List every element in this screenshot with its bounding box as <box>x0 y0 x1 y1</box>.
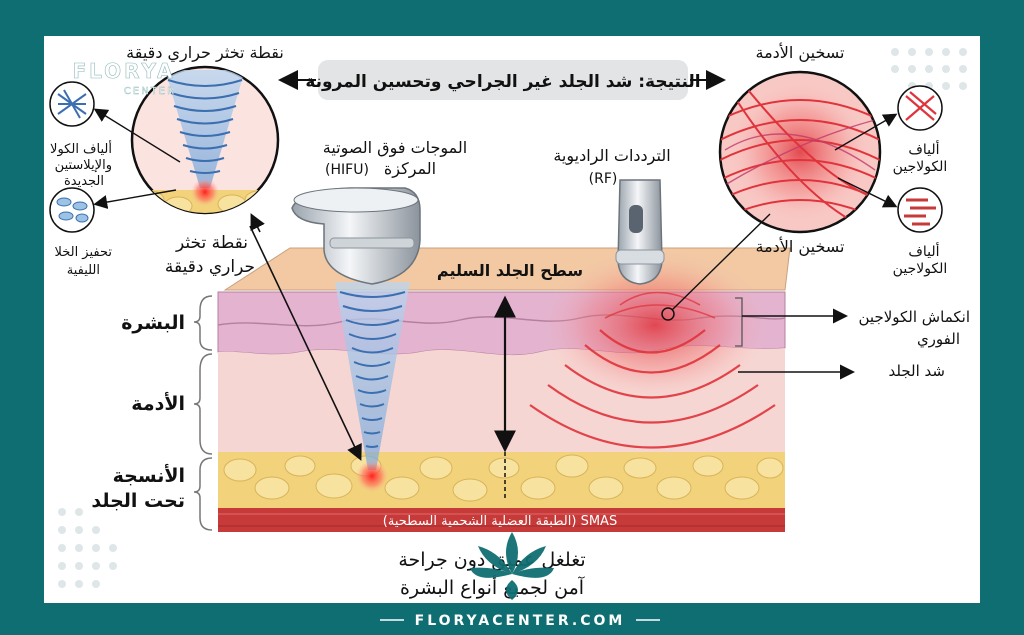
left-focus-to-skin-arrow <box>249 225 362 461</box>
left-zoom-focus-point <box>191 178 219 206</box>
bottom-line-2: آمن لجميع أنواع البشرة <box>400 575 585 599</box>
hifu-cone <box>335 282 410 470</box>
fibers-label-2: والإيلاستين <box>55 158 112 173</box>
contraction-label-2: الفوري <box>917 330 960 349</box>
bracket-subcut <box>193 457 213 531</box>
right-fiber-a-label-1: ألياف <box>908 140 939 158</box>
result-banner <box>318 60 688 100</box>
decorative-dots-top <box>891 48 967 90</box>
bracket-dermis <box>193 353 213 455</box>
fibers-label-1: ألياف الكولا <box>50 140 112 157</box>
rf-to-zoom-line <box>671 213 771 311</box>
contraction-label-1: انكماش الكولاجين <box>859 308 971 326</box>
logo-text: FLORYA <box>72 59 175 83</box>
hifu-label-1: الموجات فوق الصوتية <box>323 138 467 158</box>
left-fibers-arrow <box>93 108 181 163</box>
smas-label: SMAS (الطبقة العضلية الشحمية السطحية) <box>383 514 617 529</box>
dermis-label: الأدمة <box>131 392 185 415</box>
decorative-dots-bottom <box>58 508 117 588</box>
fibroblast-cells-icon <box>49 187 95 233</box>
right-bottom-label: تسخين الأدمة <box>756 236 845 257</box>
right-fiber-b-arrow <box>837 177 898 208</box>
bracket-contraction <box>735 297 743 347</box>
rf-heat-zone <box>529 250 776 449</box>
rf-target-marker <box>661 307 675 321</box>
footer-url[interactable]: FLORYACENTER.COM <box>415 613 626 629</box>
right-fiber-a-label-2: الكولاجين <box>893 159 948 175</box>
right-fiber-b-label-2: الكولاجين <box>893 261 948 277</box>
florya-logo: FLORYA CENTER <box>72 59 176 98</box>
hifu-wave-lines <box>339 291 406 448</box>
result-text: النتيجة: شد الجلد غير الجراحي وتحسين الم… <box>305 72 700 92</box>
left-focus-to-label-arrow <box>250 213 265 233</box>
right-zoom-circle <box>718 70 882 234</box>
hifu-handpiece <box>291 187 421 285</box>
right-fiber-a-arrow <box>834 113 898 151</box>
cells-label-2: الليفية <box>67 263 100 278</box>
hifu-focus-point <box>356 460 388 492</box>
fat-globules <box>223 454 784 502</box>
left-bottom-label-1: نقطة تخثر <box>175 233 248 253</box>
cells-label-1: تحفيز الخلا <box>54 245 112 260</box>
lotus-logo-icon <box>470 532 554 600</box>
left-top-label: نقطة تخثر حراري دقيقة <box>126 43 284 63</box>
collagen-fibers-b-icon <box>897 187 943 233</box>
collagen-fibers-icon <box>49 81 95 127</box>
right-fiber-b-label-1: ألياف <box>908 242 939 260</box>
subcut-label-2: تحت الجلد <box>91 490 185 512</box>
rf-handpiece <box>615 179 665 285</box>
hifu-label-3: (HIFU) <box>325 162 369 178</box>
tightening-label: شد الجلد <box>889 362 945 380</box>
left-bottom-label-2: حراري دقيقة <box>165 257 255 277</box>
fibers-label-3: الجديدة <box>64 174 104 189</box>
smas-layer <box>218 508 785 532</box>
rf-label-2: (RF) <box>589 171 618 187</box>
left-cells-arrow <box>93 189 177 209</box>
rf-label-1: الترددات الراديوية <box>553 146 670 166</box>
logo-sub: CENTER <box>124 86 176 97</box>
surface-label: سطح الجلد السليم <box>437 261 583 280</box>
bracket-epidermis <box>193 295 213 351</box>
epidermis-label: البشرة <box>121 312 185 334</box>
collagen-fibers-a-icon <box>897 85 943 131</box>
hifu-label-2: المركزة <box>384 159 436 179</box>
right-top-label: تسخين الأدمة <box>756 42 845 63</box>
subcut-label-1: الأنسجة <box>113 464 185 487</box>
